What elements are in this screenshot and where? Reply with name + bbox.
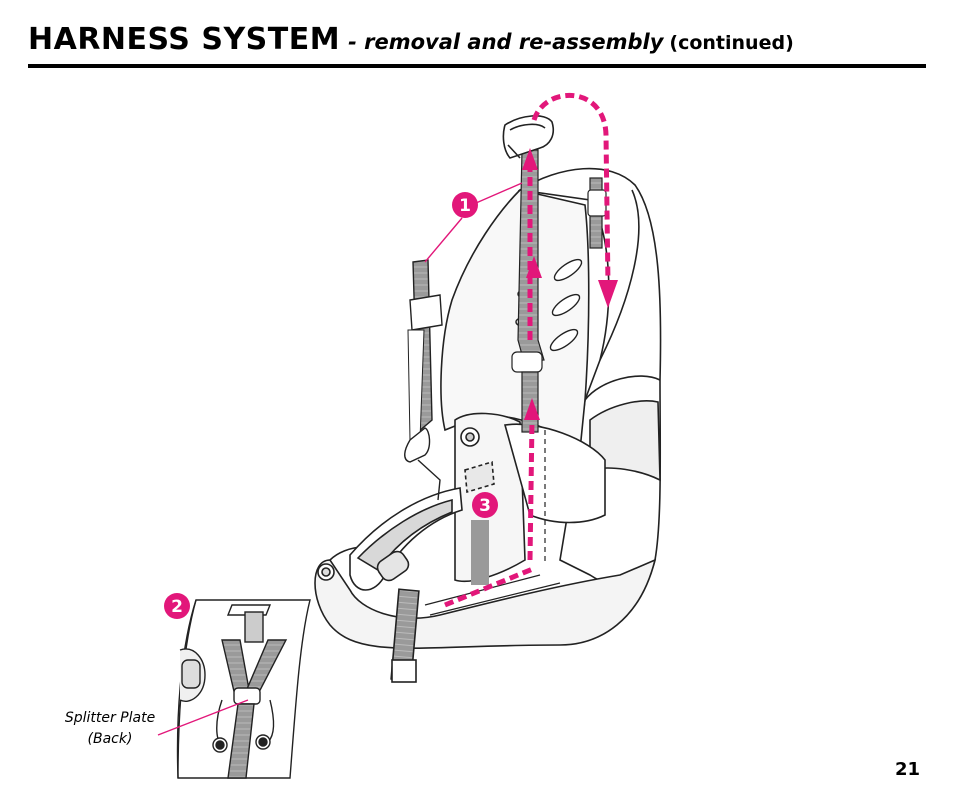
arrow-heads — [522, 148, 618, 420]
top-clip — [502, 115, 555, 159]
callout-2-badge: 2 — [164, 593, 190, 619]
callout-2-number: 2 — [171, 597, 183, 617]
callout-1-leader — [424, 182, 523, 263]
page-subtitle: - removal and re-assembly — [348, 30, 664, 54]
page-header: HARNESS SYSTEM - removal and re-assembly(… — [28, 22, 926, 57]
front-armrest — [349, 487, 463, 683]
inset-splitter-view — [176, 599, 311, 779]
callout-1-badge: 1 — [452, 192, 478, 218]
header-rule — [28, 64, 926, 68]
continued-label: (continued) — [669, 32, 794, 54]
caption-line-1: Splitter Plate — [64, 710, 156, 726]
callout-3-number: 3 — [479, 496, 491, 516]
side-strap — [587, 177, 607, 249]
page-title: HARNESS SYSTEM — [28, 22, 341, 57]
callout-3-badge: 3 — [472, 492, 498, 518]
page-number: 21 — [894, 759, 920, 780]
splitter-plate-caption: Splitter Plate (Back) — [50, 708, 170, 750]
caption-leader — [157, 699, 249, 736]
routing-arrows — [444, 92, 611, 608]
caption-line-2: (Back) — [87, 731, 133, 747]
callout-1-number: 1 — [459, 196, 471, 216]
removed-harness-strap — [404, 259, 443, 501]
